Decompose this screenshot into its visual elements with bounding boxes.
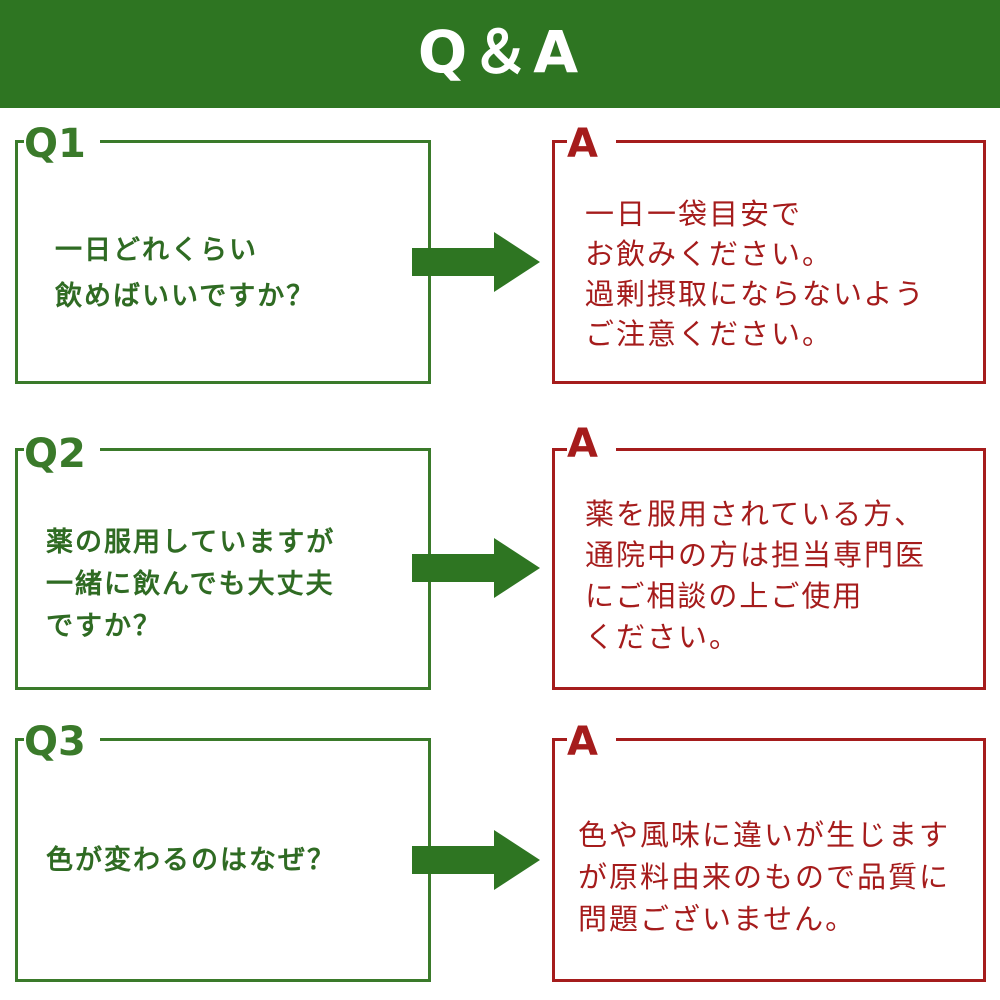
question-text-1: 一日どれくらい 飲めばいいですか？ [55, 228, 315, 320]
question-box-1 [15, 140, 431, 384]
question-box-2 [15, 448, 431, 690]
question-box-3 [15, 738, 431, 982]
answer-line: にご相談の上ご使用 [585, 579, 864, 613]
question-line: 飲めばいいですか？ [55, 281, 316, 312]
answer-line: 色や風味に違いが生じます [578, 818, 951, 852]
answer-line: 問題ございません。 [578, 902, 857, 936]
question-line: 一日どれくらい [55, 235, 258, 266]
answer-text-3: 色や風味に違いが生じます が原料由来のもので品質に 問題ございません。 [578, 814, 950, 940]
question-line: 一緒に飲んでも大丈夫 [46, 569, 335, 600]
page-title: Q＆A [417, 18, 583, 86]
answer-box-1 [552, 140, 986, 384]
header-banner: Q＆A [0, 0, 1000, 108]
answer-label-2: A [567, 424, 616, 464]
question-label-1: Q1 [24, 124, 100, 164]
question-text-3: 色が変わるのはなぜ？ [46, 840, 336, 882]
question-line: ですか？ [46, 611, 162, 642]
question-line: 薬の服用していますが [46, 527, 336, 558]
answer-line: ください。 [585, 620, 741, 654]
question-label-3: Q3 [24, 722, 100, 762]
answer-line: 一日一袋目安で [585, 197, 803, 231]
answer-text-2: 薬を服用されている方、 通院中の方は担当専門医 にご相談の上ご使用 ください。 [585, 494, 926, 658]
right-arrow-icon [412, 232, 540, 292]
question-label-2: Q2 [24, 434, 100, 474]
answer-line: が原料由来のもので品質に [578, 860, 951, 894]
answer-box-3 [552, 738, 986, 982]
answer-text-1: 一日一袋目安で お飲みください。 過剰摂取にならないよう ご注意ください。 [585, 194, 925, 354]
answer-box-2 [552, 448, 986, 690]
question-line: 色が変わるのはなぜ？ [46, 845, 336, 876]
right-arrow-icon [412, 830, 540, 890]
answer-label-3: A [567, 722, 616, 762]
question-text-2: 薬の服用していますが 一緒に飲んでも大丈夫 ですか？ [46, 522, 335, 648]
answer-label-1: A [567, 124, 616, 164]
right-arrow-icon [412, 538, 540, 598]
answer-line: ご注意ください。 [585, 317, 834, 351]
answer-line: 通院中の方は担当専門医 [585, 538, 927, 572]
answer-line: 薬を服用されている方、 [585, 497, 926, 531]
answer-line: お飲みください。 [585, 237, 834, 271]
answer-line: 過剰摂取にならないよう [585, 277, 926, 311]
